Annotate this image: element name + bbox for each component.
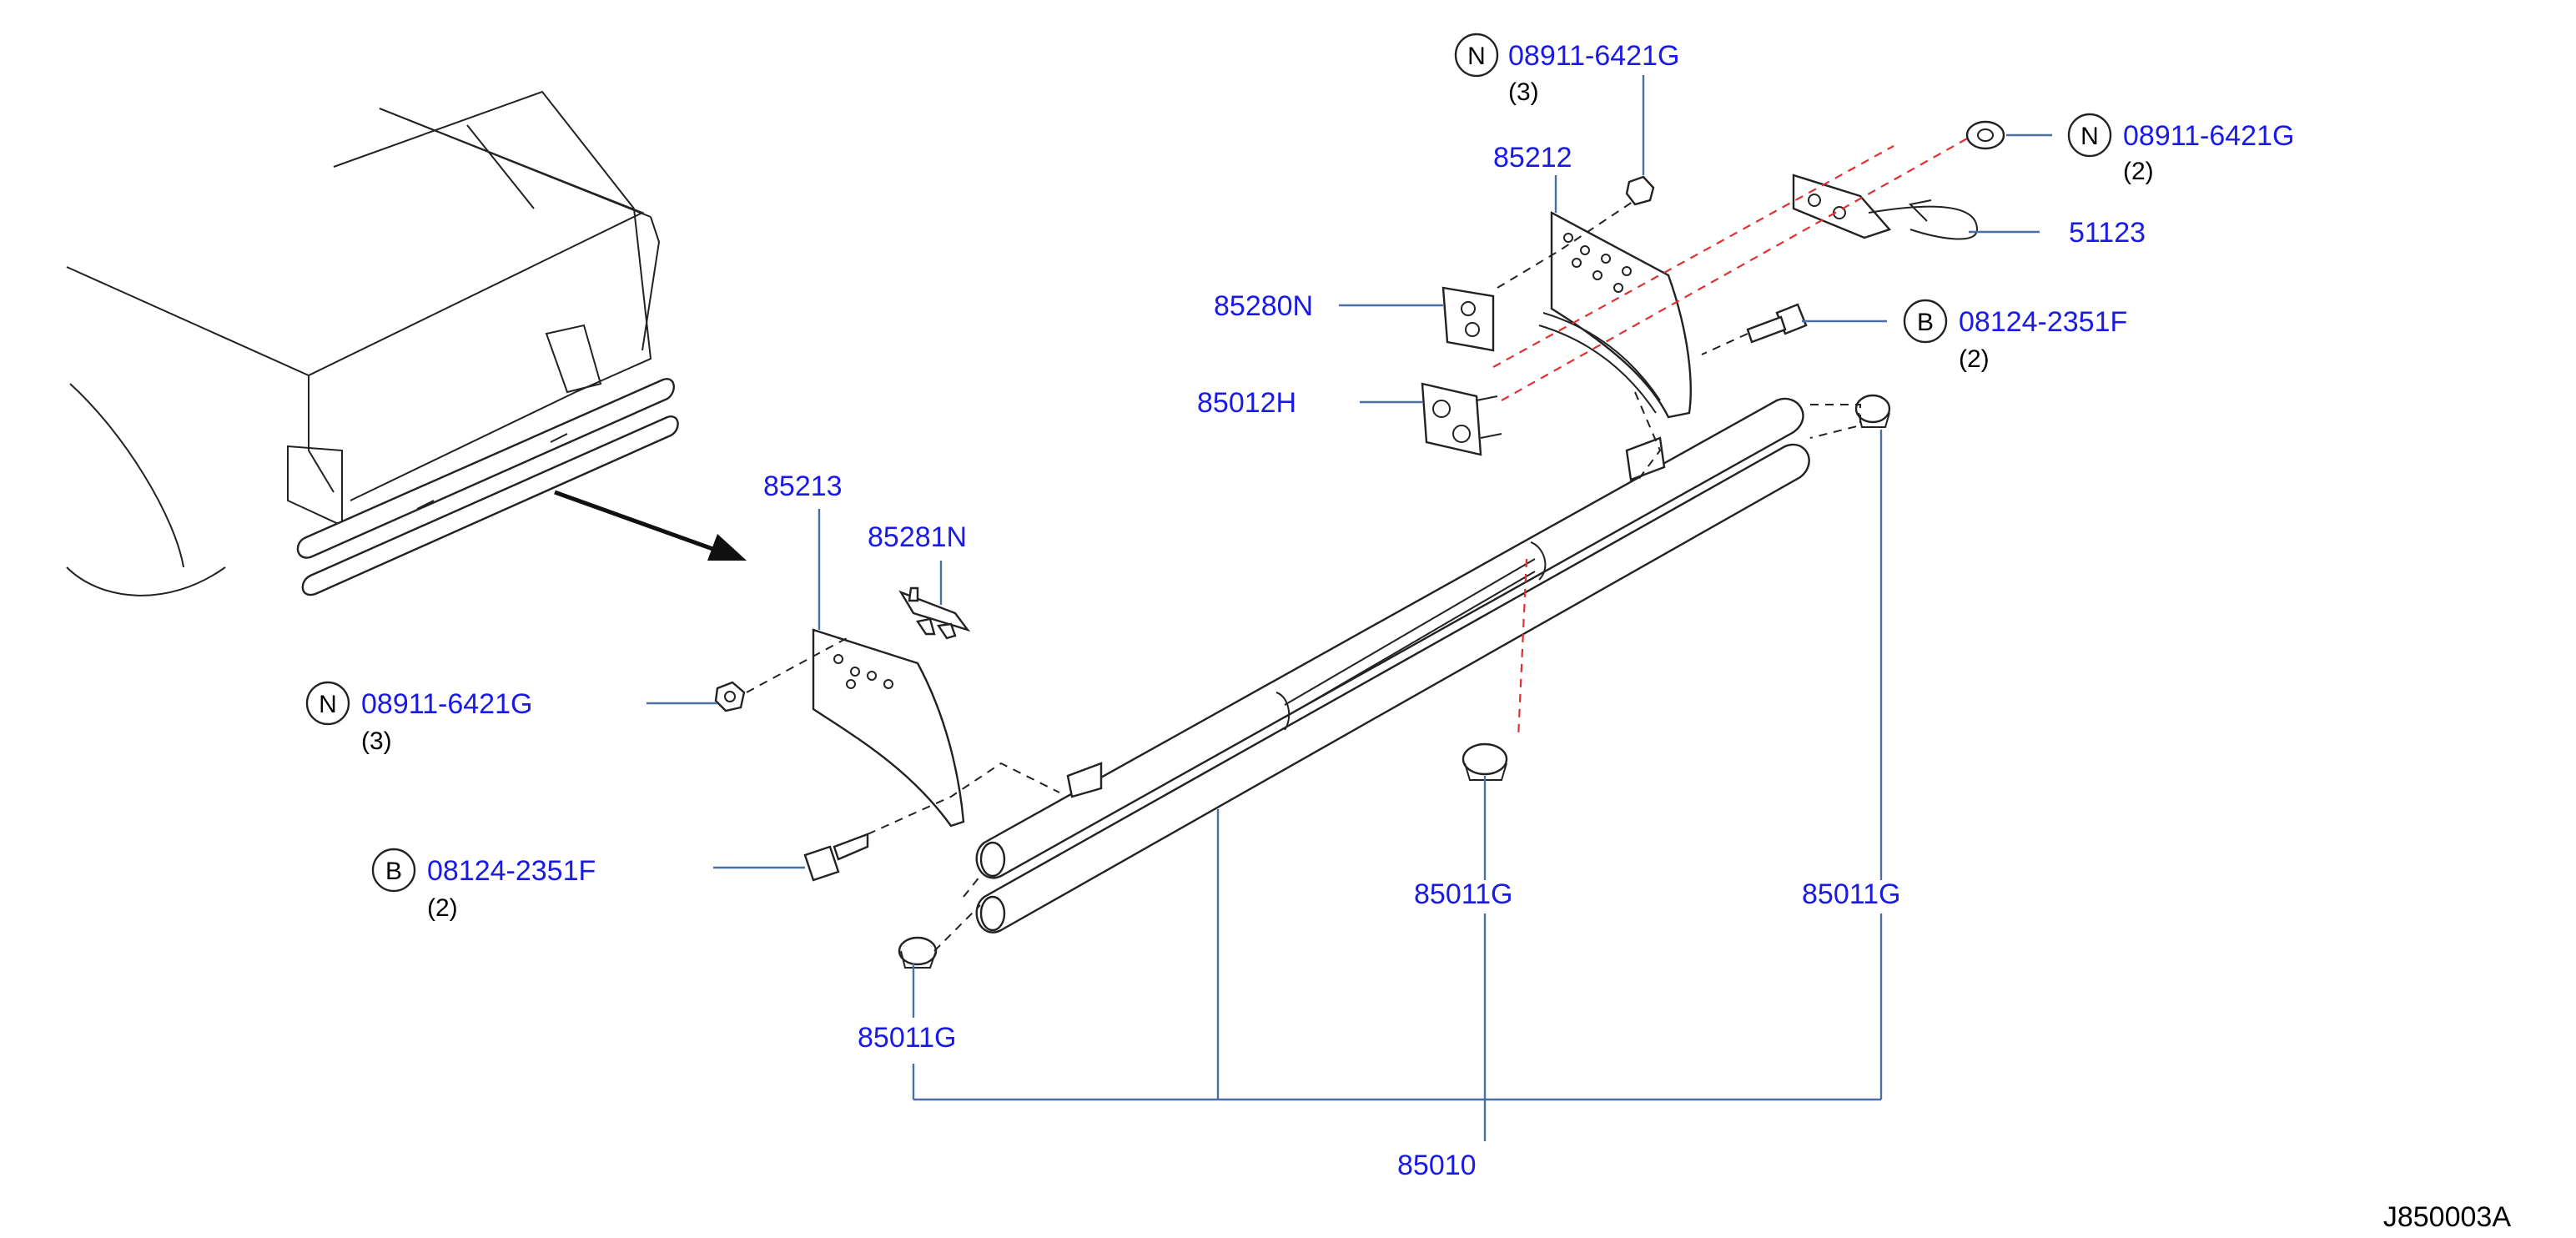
left-nut — [714, 681, 746, 712]
part-number-85280N[interactable]: 85280N — [1214, 290, 1313, 322]
svg-text:N: N — [2080, 123, 2099, 150]
top-nut — [1625, 175, 1655, 206]
symbol-n-left: N — [305, 681, 350, 726]
right-nut — [1965, 120, 2005, 150]
symbol-b-left: B — [371, 848, 416, 893]
part-number-85281N[interactable]: 85281N — [868, 521, 967, 553]
part-number-51123[interactable]: 51123 — [2069, 217, 2146, 249]
svg-text:N: N — [1467, 43, 1486, 70]
quantity-n-left: (3) — [361, 727, 392, 755]
svg-text:N: N — [319, 691, 337, 718]
part-number-n-right[interactable]: 08911-6421G — [2123, 120, 2294, 152]
plate-85281N — [898, 586, 971, 640]
diagram-code: J850003A — [2383, 1201, 2511, 1233]
right-bracket-85212 — [1538, 210, 1692, 419]
part-number-85012H[interactable]: 85012H — [1197, 387, 1296, 419]
direction-arrow — [554, 490, 747, 561]
part-number-85011G-right[interactable]: 85011G — [1802, 878, 1900, 910]
left-bolt — [803, 833, 869, 882]
symbol-n-top: N — [1454, 33, 1499, 78]
symbol-b-right: B — [1903, 299, 1948, 344]
cap-85011G-right — [1854, 394, 1891, 428]
quantity-n-right: (2) — [2123, 158, 2154, 185]
part-number-n-top[interactable]: 08911-6421G — [1508, 40, 1679, 72]
svg-text:B: B — [385, 858, 402, 885]
plate-85012H — [1421, 382, 1502, 456]
left-bracket-85213 — [812, 628, 965, 828]
part-number-85011G-middle[interactable]: 85011G — [1414, 878, 1512, 910]
tow-hook-51123 — [1792, 174, 1979, 240]
plate-85280N — [1441, 286, 1495, 352]
quantity-n-top: (3) — [1508, 78, 1539, 106]
cap-85011G-left — [898, 936, 938, 969]
part-number-b-right[interactable]: 08124-2351F — [1959, 306, 2127, 338]
assembly-dashed-lines — [746, 137, 1970, 952]
rear-step-tube-assembly — [975, 397, 1810, 934]
part-number-85212[interactable]: 85212 — [1493, 142, 1572, 174]
svg-text:B: B — [1917, 309, 1934, 336]
leader-lines — [647, 75, 2052, 1141]
symbol-n-right: N — [2067, 113, 2112, 158]
vehicle-rear-illustration — [66, 90, 679, 596]
part-number-85010[interactable]: 85010 — [1397, 1150, 1477, 1181]
part-number-85213[interactable]: 85213 — [763, 471, 843, 502]
quantity-b-right: (2) — [1959, 345, 1990, 373]
quantity-b-left: (2) — [427, 894, 458, 922]
cap-85011G-middle — [1462, 742, 1508, 781]
part-number-85011G-left[interactable]: 85011G — [858, 1022, 956, 1054]
part-number-n-left[interactable]: 08911-6421G — [361, 688, 532, 720]
part-number-b-left[interactable]: 08124-2351F — [427, 855, 596, 887]
right-bolt — [1746, 303, 1808, 344]
